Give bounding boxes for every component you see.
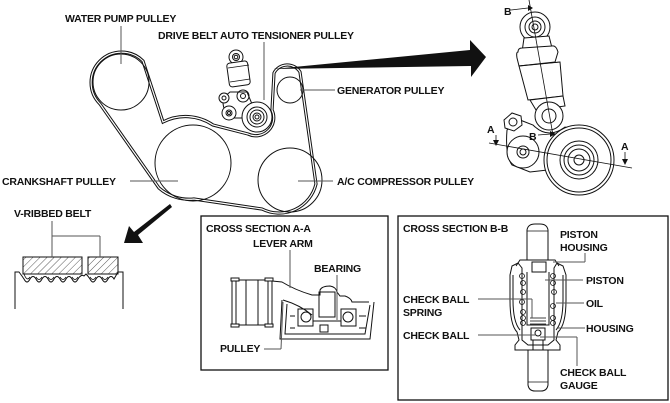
tensioner-assembly-small xyxy=(218,49,273,133)
label-water-pump-pulley: WATER PUMP PULLEY xyxy=(65,13,176,25)
label-oil: OIL xyxy=(586,298,604,310)
cross-section-aa-title: CROSS SECTION A-A xyxy=(206,223,311,235)
belt-routing-view: WATER PUMP PULLEY DRIVE BELT AUTO TENSIO… xyxy=(2,13,474,215)
label-housing: HOUSING xyxy=(586,323,634,335)
belt-section-right xyxy=(87,256,119,275)
label-piston-housing-line2: HOUSING xyxy=(560,242,608,254)
drive-belt xyxy=(89,50,318,215)
label-piston-housing-line1: PISTON xyxy=(560,229,598,241)
ac-compressor-pulley xyxy=(257,147,323,213)
label-ac-compressor-pulley: A/C COMPRESSOR PULLEY xyxy=(337,176,474,188)
v-ribbed-belt-detail: V-RIBBED BELT xyxy=(14,208,124,309)
cross-section-bb-panel: CROSS SECTION B-B xyxy=(397,215,669,401)
cross-section-aa-panel: CROSS SECTION A-A LEVER ARM BEARI xyxy=(200,215,389,371)
label-drive-belt-auto-tensioner-pulley: DRIVE BELT AUTO TENSIONER PULLEY xyxy=(158,30,354,42)
label-check-ball-spring-line1: CHECK BALL xyxy=(403,294,470,306)
section-mark-b-mid: B xyxy=(529,131,537,143)
arrow-to-tensioner-detail-icon xyxy=(273,40,486,77)
tensioner-detail-view: B B A A xyxy=(487,0,633,196)
section-mark-a-left: A xyxy=(487,124,495,136)
label-generator-pulley: GENERATOR PULLEY xyxy=(337,85,444,97)
belt-section-left xyxy=(22,256,83,275)
generator-pulley xyxy=(276,76,304,104)
label-check-ball: CHECK BALL xyxy=(403,330,470,342)
arrow-to-belt-detail-icon xyxy=(124,204,172,243)
cross-section-bb-title: CROSS SECTION B-B xyxy=(403,223,509,235)
label-crankshaft-pulley: CRANKSHAFT PULLEY xyxy=(2,176,116,188)
label-check-ball-gauge-line2: GAUGE xyxy=(560,380,598,392)
label-bearing: BEARING xyxy=(314,263,361,275)
label-v-ribbed-belt: V-RIBBED BELT xyxy=(14,208,92,220)
section-mark-b-top: B xyxy=(504,6,512,18)
label-check-ball-spring-line2: SPRING xyxy=(403,307,442,319)
label-lever-arm: LEVER ARM xyxy=(253,238,313,250)
crankshaft-pulley xyxy=(154,124,232,202)
label-pulley: PULLEY xyxy=(220,343,260,355)
label-piston: PISTON xyxy=(586,275,624,287)
label-check-ball-gauge-line1: CHECK BALL xyxy=(560,367,627,379)
section-mark-a-right: A xyxy=(621,141,629,153)
